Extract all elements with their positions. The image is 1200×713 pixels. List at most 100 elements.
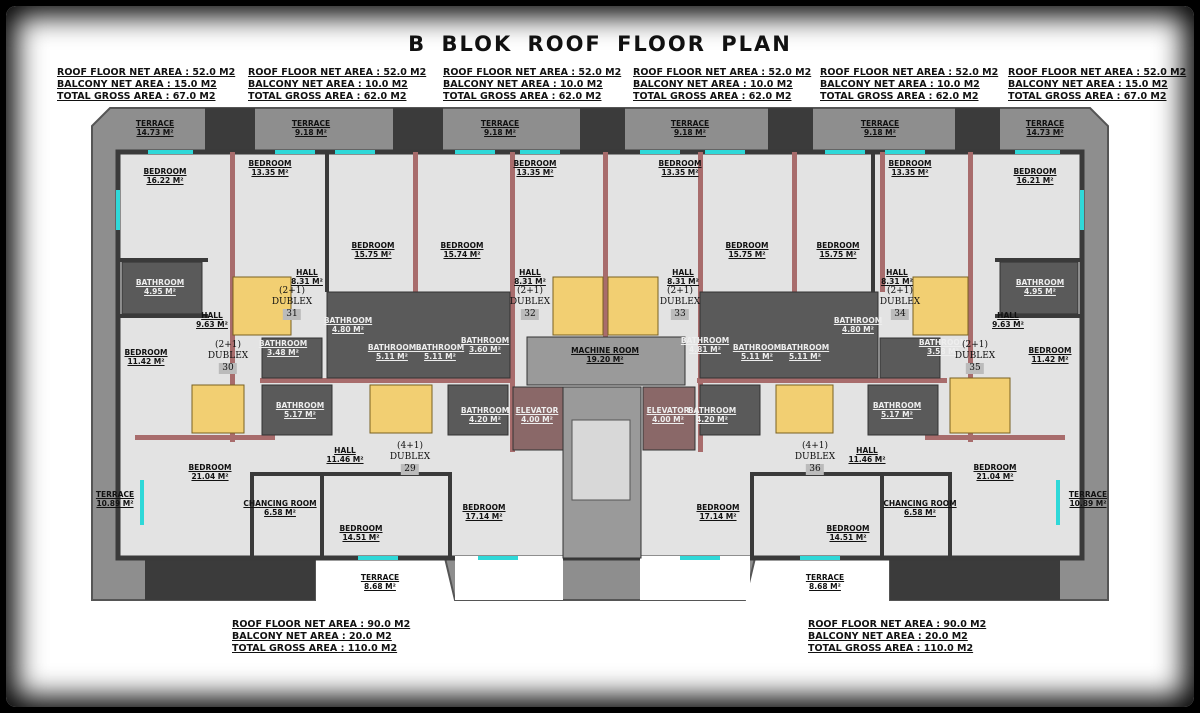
room-name: HALL	[519, 268, 541, 277]
unit-number: 32	[521, 309, 539, 320]
room-name: TERRACE	[95, 490, 135, 499]
unit-label: DUBLEX	[389, 452, 431, 462]
room-area: 13.35 M²	[891, 168, 929, 177]
room-area: 9.18 M²	[864, 128, 896, 137]
room-name: BEDROOM	[816, 241, 860, 250]
room-name: BATHROOM	[367, 343, 417, 352]
room-name: TERRACE	[360, 573, 400, 582]
room-area: 4.20 M²	[696, 415, 728, 424]
room-area: 5.17 M²	[284, 410, 316, 419]
room-area: 4.80 M²	[332, 325, 364, 334]
room-name: ELEVATOR	[646, 406, 690, 415]
area-gross-text: TOTAL GROSS AREA : 110.0 M2	[232, 643, 398, 654]
area-balcony-text: BALCONY NET AREA : 10.0 M2	[443, 79, 603, 90]
room-name: BEDROOM	[462, 503, 506, 512]
page-title: B BLOK ROOF FLOOR PLAN	[408, 32, 792, 56]
room-area: 14.73 M²	[1026, 128, 1064, 137]
room-area: 4.95 M²	[1024, 287, 1056, 296]
room-name: BATHROOM	[275, 401, 325, 410]
room-name: BEDROOM	[1013, 167, 1057, 176]
room-name: BATHROOM	[687, 406, 737, 415]
unit-number: 29	[401, 464, 419, 475]
area-balcony-text: BALCONY NET AREA : 10.0 M2	[248, 79, 408, 90]
room-area: 9.63 M²	[196, 320, 228, 329]
room-name: CHANCING ROOM	[883, 499, 957, 508]
room-name: HALL	[296, 268, 318, 277]
area-roof-text: ROOF FLOOR NET AREA : 52.0 M2	[1008, 67, 1187, 78]
elevator-right	[642, 386, 696, 451]
room-name: BATHROOM	[780, 343, 830, 352]
room-name: TERRACE	[860, 119, 900, 128]
room-name: TERRACE	[670, 119, 710, 128]
room-name: BATHROOM	[732, 343, 782, 352]
room-area: 4.80 M²	[842, 325, 874, 334]
area-roof-text: ROOF FLOOR NET AREA : 90.0 M2	[232, 619, 411, 630]
room-name: BEDROOM	[973, 463, 1017, 472]
unit-number: 30	[219, 363, 237, 374]
room-area: 11.42 M²	[1031, 355, 1069, 364]
area-gross-text: TOTAL GROSS AREA : 110.0 M2	[808, 643, 974, 654]
room-name: BEDROOM	[696, 503, 740, 512]
room-area: 5.11 M²	[789, 352, 821, 361]
unit-type: (2+1)	[666, 286, 693, 296]
room-area: 14.51 M²	[342, 533, 380, 542]
room-name: BEDROOM	[440, 241, 484, 250]
unit-type: (2+1)	[961, 340, 988, 350]
area-roof-text: ROOF FLOOR NET AREA : 52.0 M2	[443, 67, 622, 78]
room-area: 15.75 M²	[354, 250, 392, 259]
unit-number: 33	[671, 309, 689, 320]
room-name: BEDROOM	[658, 159, 702, 168]
room-area: 5.11 M²	[424, 352, 456, 361]
room-name: BEDROOM	[188, 463, 232, 472]
staircases	[191, 276, 1011, 434]
area-gross-text: TOTAL GROSS AREA : 62.0 M2	[443, 91, 602, 102]
room-name: CHANCING ROOM	[243, 499, 317, 508]
unit-number: 35	[966, 363, 984, 374]
room-name: BEDROOM	[826, 524, 870, 533]
room-area: 8.31 M²	[881, 277, 913, 286]
room-name: BEDROOM	[339, 524, 383, 533]
room-area: 4.00 M²	[652, 415, 684, 424]
unit-label: DUBLEX	[207, 351, 249, 361]
room-area: 9.63 M²	[992, 320, 1024, 329]
room-name: BATHROOM	[323, 316, 373, 325]
unit-label: DUBLEX	[794, 452, 836, 462]
room-area: 11.46 M²	[848, 455, 886, 464]
room-area: 17.14 M²	[465, 512, 503, 521]
area-balcony-text: BALCONY NET AREA : 10.0 M2	[633, 79, 793, 90]
bathrooms	[121, 261, 1079, 436]
room-area: 10.89 M²	[96, 499, 134, 508]
